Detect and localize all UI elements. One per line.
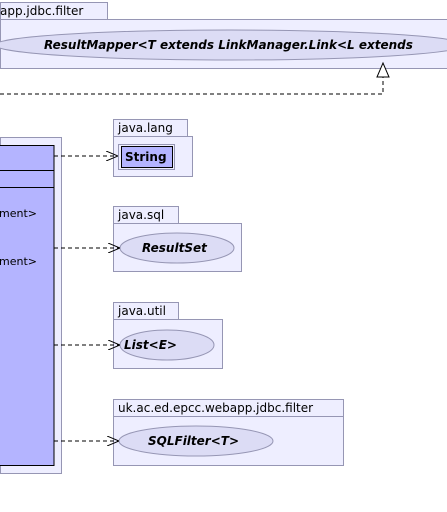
package-filter: uk.ac.ed.epcc.webapp.jdbc.filter SQLFilt… [113,399,344,466]
main-class[interactable]: ment> ment> [0,137,62,474]
realization-line [0,77,384,95]
result-mapper-interface[interactable] [0,29,447,61]
top-package-label: app.jdbc.filter [0,4,83,18]
package-java-util: java.util List<E> [113,302,223,369]
resultset-label: ResultSet [142,241,208,255]
main-class-member-2: ment> [0,255,37,268]
package-java-sql: java.sql ResultSet [113,206,242,272]
dependency-connectors [54,156,120,441]
main-class-box [0,145,55,466]
filter-package-label: uk.ac.ed.epcc.webapp.jdbc.filter [118,401,313,415]
java-lang-label: java.lang [117,121,173,135]
java-sql-label: java.sql [117,208,164,222]
java-util-label: java.util [117,304,166,318]
main-class-member-1: ment> [0,207,37,220]
sqlfilter-label: SQLFilter<T> [148,434,239,448]
realization-connector [0,61,390,95]
result-mapper-label: ResultMapper<T extends LinkManager.Link<… [44,38,413,52]
package-java-lang: java.lang String [113,119,193,177]
top-package: app.jdbc.filter ResultMapper<T extends L… [0,2,447,69]
string-class[interactable] [121,146,173,168]
list-label: List<E> [124,338,177,352]
realization-arrowhead [376,61,390,78]
string-class-label: String [125,150,167,164]
